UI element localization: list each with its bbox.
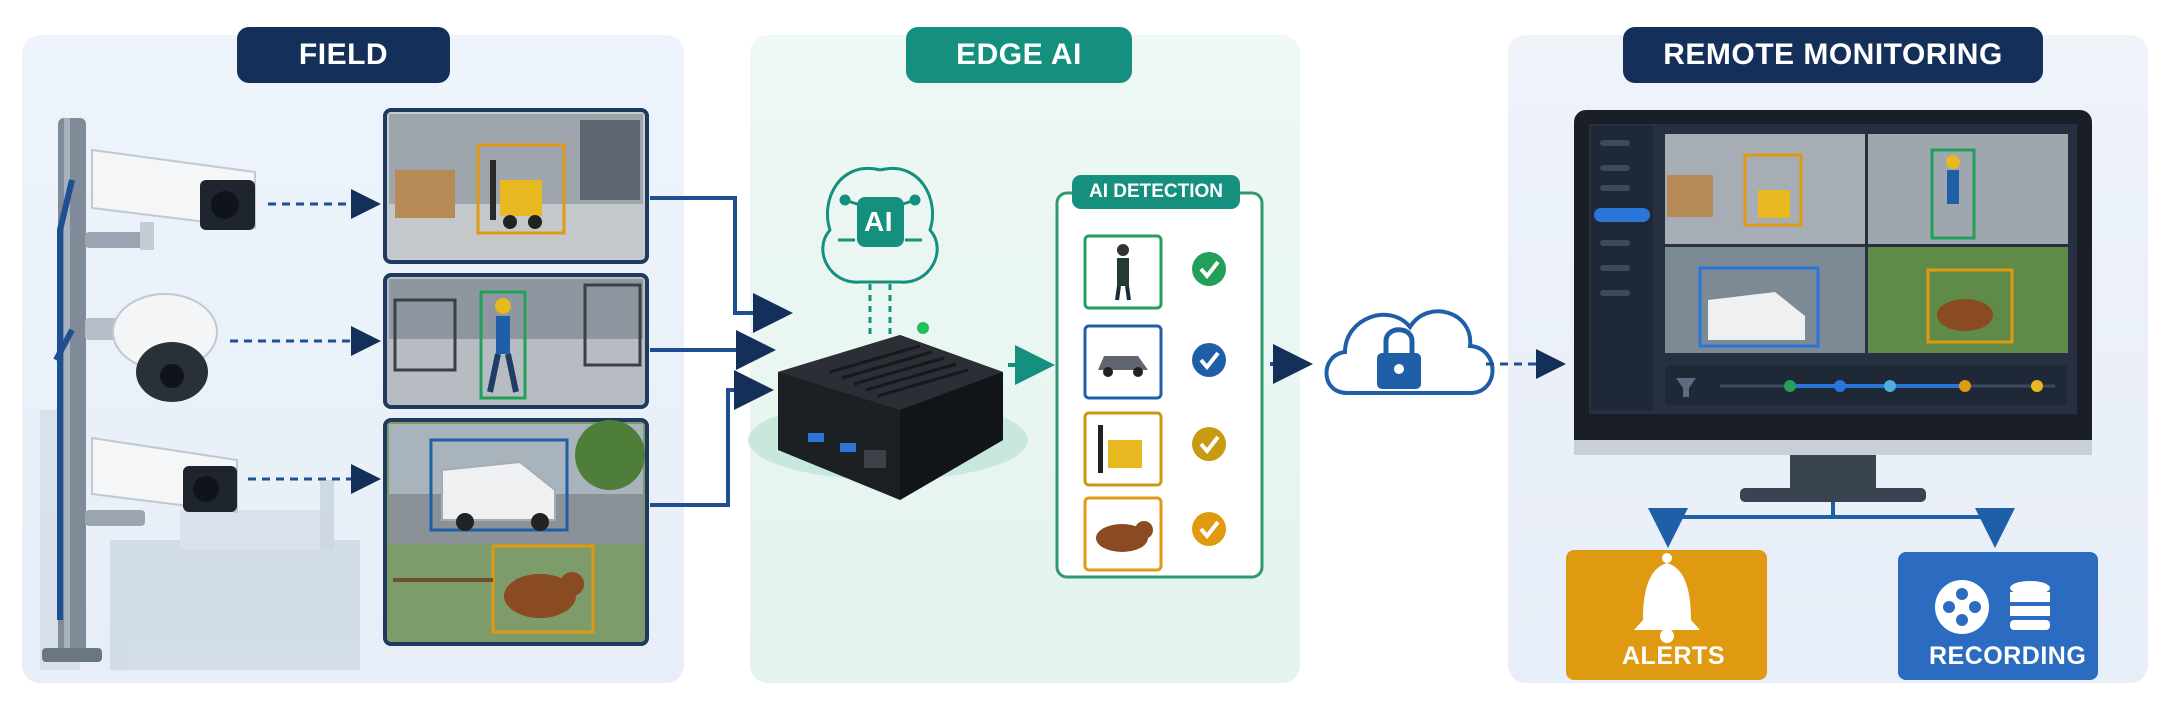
filter-icon [1676, 378, 1696, 397]
check-icon [1192, 427, 1226, 461]
monitor-icon [1574, 110, 2092, 502]
check-icon [1192, 512, 1226, 546]
check-icon [1192, 343, 1226, 377]
monitor-branch-arrow [1648, 502, 1835, 548]
ai-chip-label: AI [864, 206, 893, 237]
feed-connector [650, 196, 793, 333]
check-icon [1192, 252, 1226, 286]
camera-feed-van-bear [383, 418, 649, 646]
ai-detection-title: AI DETECTION [1072, 175, 1240, 209]
remote-section-title: REMOTE MONITORING [1623, 27, 2043, 83]
field-section-title: FIELD [237, 27, 450, 83]
feed-connector [650, 370, 774, 507]
bell-icon [1634, 553, 1700, 643]
camera-feed-worker [383, 273, 649, 409]
recording-label: RECORDING [1929, 642, 2087, 670]
camera-bullet-icon [85, 148, 256, 250]
film-reel-icon [1935, 580, 1989, 634]
ai-brain-icon [821, 166, 939, 284]
ai-detection-card [1055, 191, 1264, 579]
alerts-label: ALERTS [1622, 642, 1725, 670]
monitor-branch-arrow [1833, 508, 2015, 548]
field-buildings [40, 410, 360, 670]
edge-section-title: EDGE AI [906, 27, 1132, 83]
camera-pole [42, 118, 102, 662]
camera-bullet-icon [85, 436, 238, 526]
edge-device-icon [748, 335, 1028, 500]
cloud-lock-icon [1324, 309, 1495, 395]
camera-feed-forklift [383, 108, 649, 264]
ai-chip [857, 197, 904, 247]
camera-dome-icon [85, 293, 218, 402]
database-icon [2010, 581, 2050, 630]
